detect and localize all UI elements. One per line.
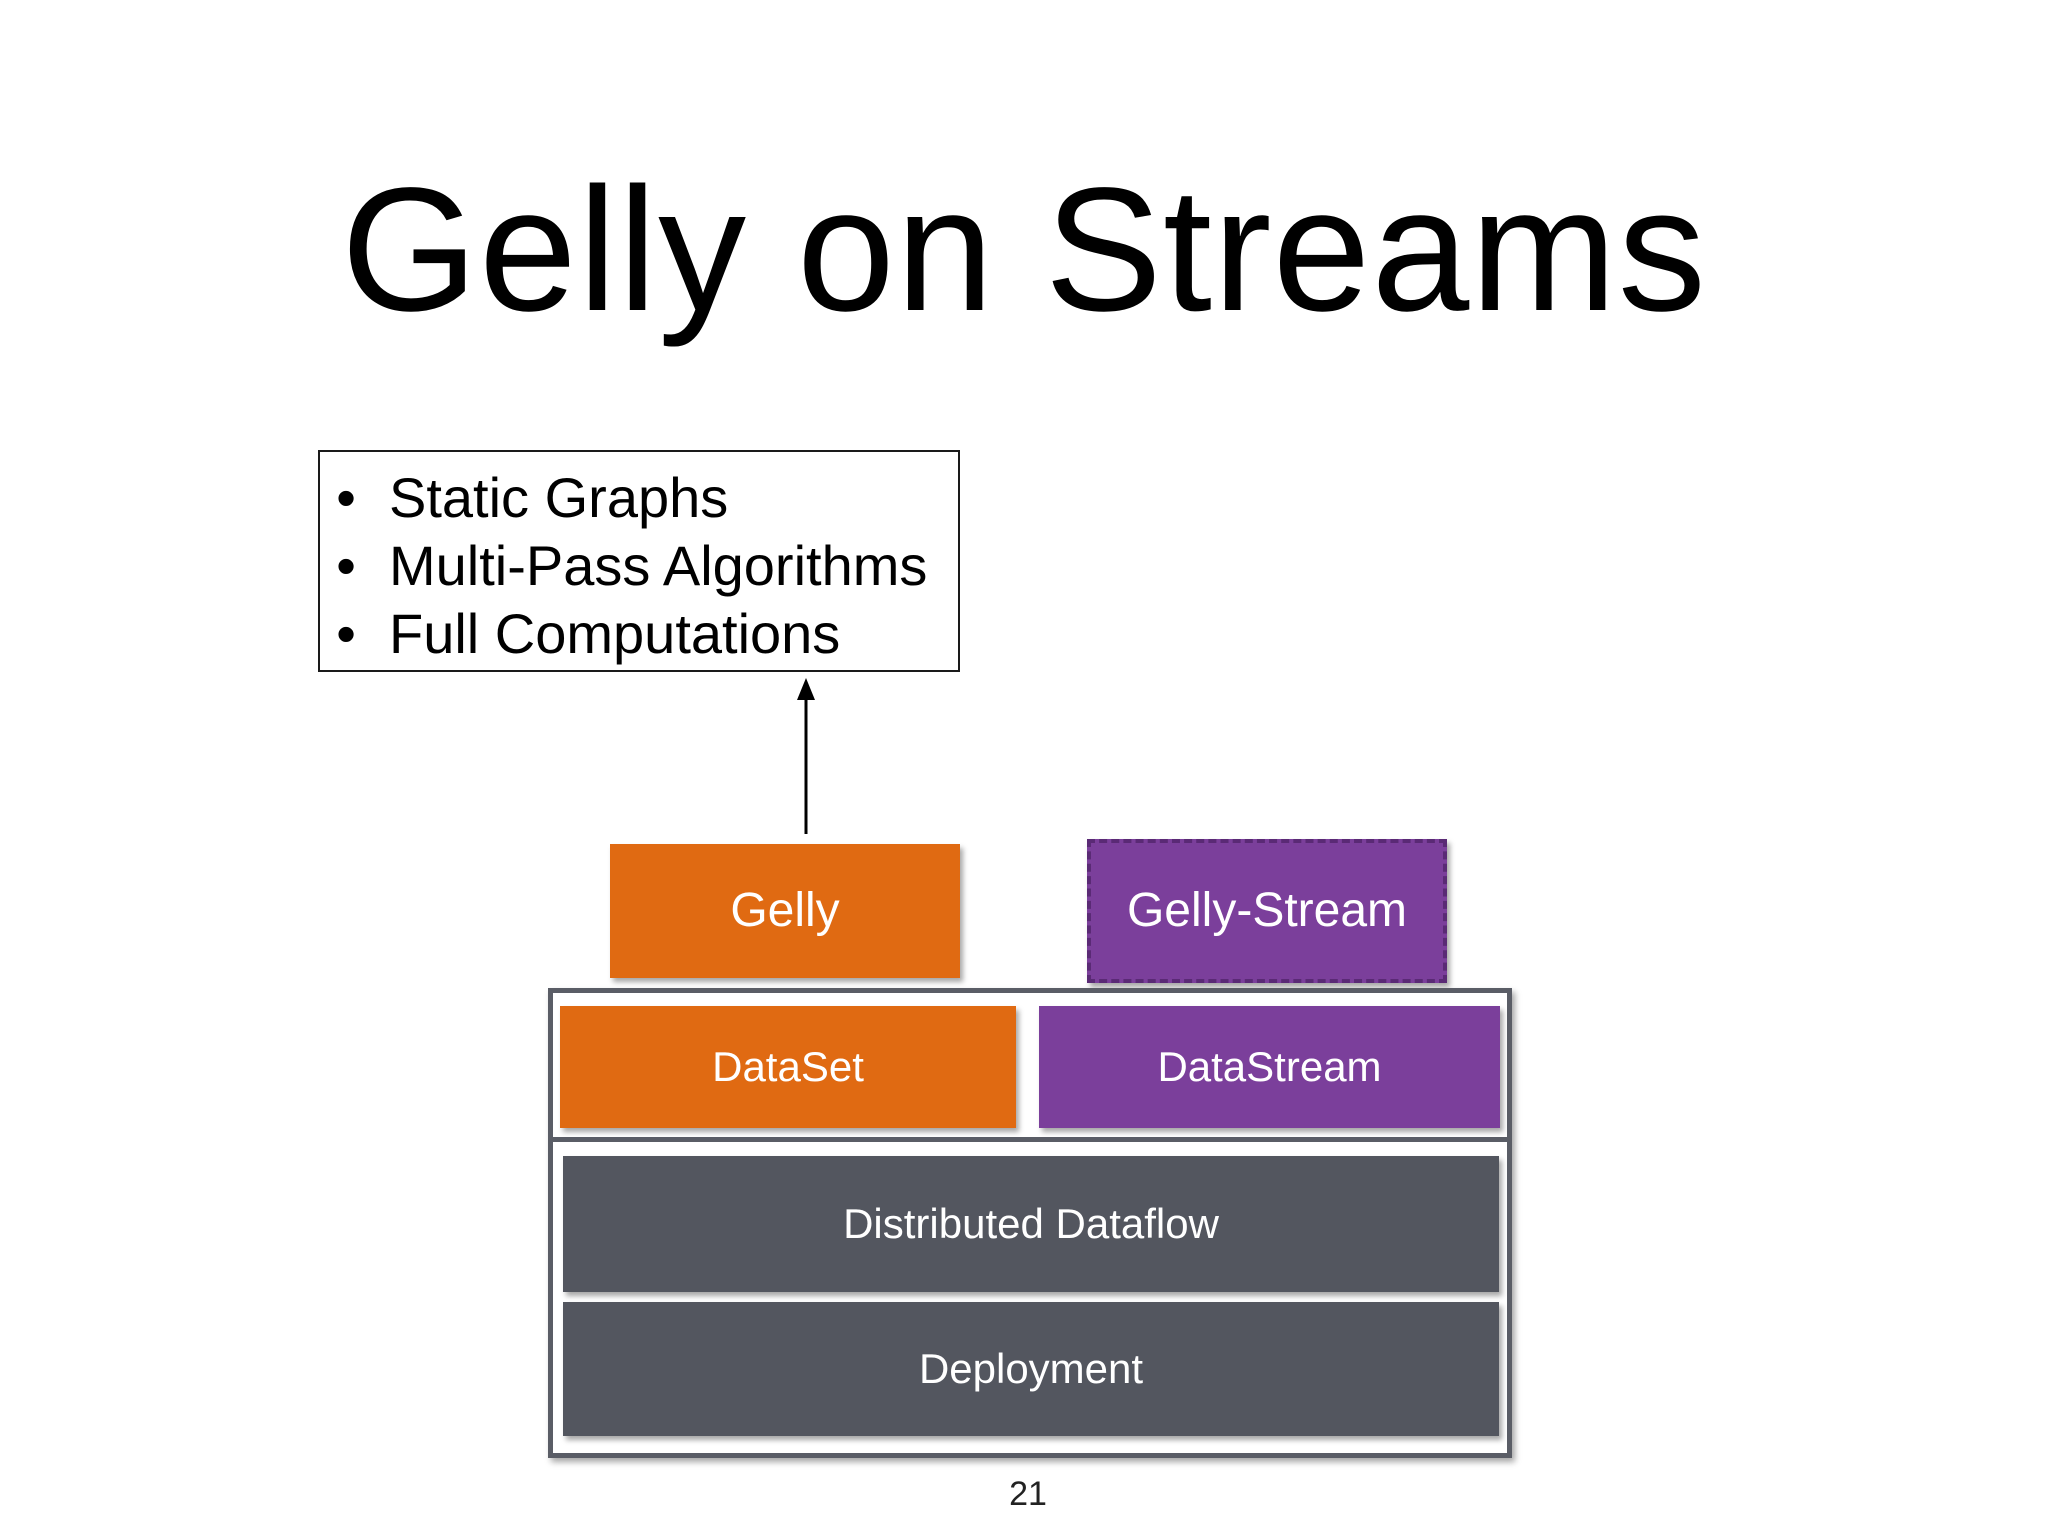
callout-item-label: Multi-Pass Algorithms: [389, 534, 928, 597]
deployment-block: Deployment: [563, 1302, 1499, 1436]
feature-callout-box: • Static Graphs • Multi-Pass Algorithms …: [318, 450, 960, 672]
stack-divider: [548, 1137, 1512, 1142]
datastream-block: DataStream: [1039, 1006, 1500, 1128]
gelly-block: Gelly: [610, 844, 960, 978]
page-number: 21: [1009, 1475, 1047, 1513]
slide-title: Gelly on Streams: [341, 152, 1707, 348]
dataset-block: DataSet: [560, 1006, 1016, 1128]
callout-item-label: Full Computations: [389, 602, 841, 665]
bullet-icon: •: [336, 466, 356, 529]
gelly-stream-block: Gelly-Stream: [1087, 839, 1447, 983]
bullet-icon: •: [336, 602, 356, 665]
callout-item-label: Static Graphs: [389, 466, 729, 529]
distributed-dataflow-block: Distributed Dataflow: [563, 1156, 1499, 1292]
bullet-icon: •: [336, 534, 356, 597]
arrow-up-icon: [797, 678, 815, 834]
